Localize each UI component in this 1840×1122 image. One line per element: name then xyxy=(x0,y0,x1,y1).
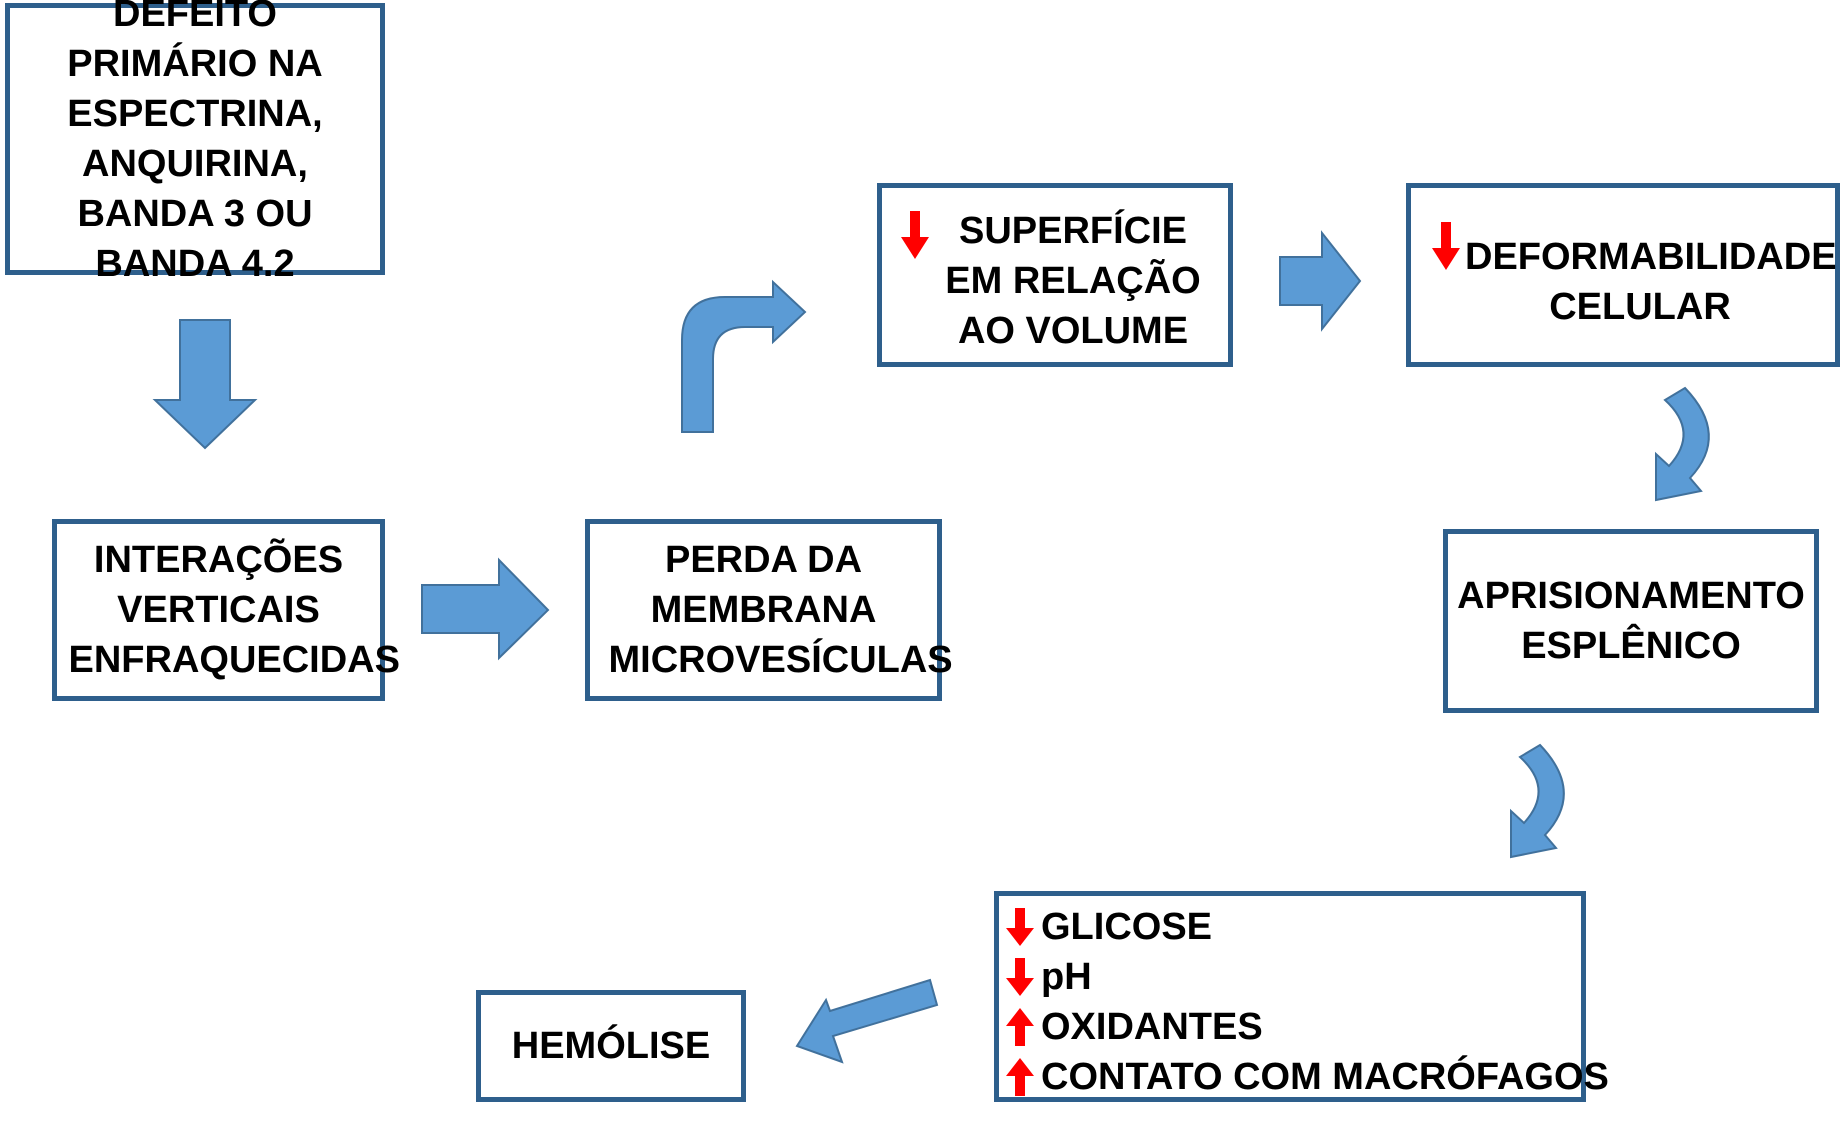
factor-glicose: GLICOSE xyxy=(1005,902,1609,952)
red-up-arrow-icon xyxy=(1006,1058,1034,1096)
node-defeito-label: DEFEITO PRIMÁRIO NA ESPECTRINA, ANQUIRIN… xyxy=(67,0,323,285)
factor-label: GLICOSE xyxy=(1041,906,1213,948)
node-defeito-primario: DEFEITO PRIMÁRIO NA ESPECTRINA, ANQUIRIN… xyxy=(5,0,385,285)
factor-label: CONTATO COM MACRÓFAGOS xyxy=(1041,1056,1609,1098)
node-superficie: SUPERFÍCIE EM RELAÇÃO AO VOLUME xyxy=(877,183,1233,367)
flow-arrow-curved-1 xyxy=(1655,386,1710,502)
factor-ph: pH xyxy=(1005,952,1609,1002)
factors-list: GLICOSE pH OXIDANTES CONTATO COM MACRÓFA… xyxy=(1005,902,1609,1102)
red-down-arrow-icon xyxy=(1006,908,1034,946)
node-fatores: GLICOSE pH OXIDANTES CONTATO COM MACRÓFA… xyxy=(994,891,1609,1102)
factor-contato: CONTATO COM MACRÓFAGOS xyxy=(1005,1052,1609,1102)
node-interacoes: INTERAÇÕES VERTICAIS ENFRAQUECIDAS xyxy=(52,519,400,701)
node-superficie-label: SUPERFÍCIE EM RELAÇÃO AO VOLUME xyxy=(945,210,1201,352)
flow-arrow-down xyxy=(152,319,258,450)
red-down-arrow-icon xyxy=(1006,958,1034,996)
flow-arrow-right-1 xyxy=(421,557,550,661)
factor-label: OXIDANTES xyxy=(1041,1006,1263,1048)
node-hemolise-label: HEMÓLISE xyxy=(511,1025,711,1067)
node-perda: PERDA DA MEMBRANA MICROVESÍCULAS xyxy=(585,519,953,701)
node-aprisionamento: APRISIONAMENTO ESPLÊNICO xyxy=(1443,529,1819,713)
flow-arrow-curved-2 xyxy=(1510,743,1565,859)
node-interacoes-label: INTERAÇÕES VERTICAIS ENFRAQUECIDAS xyxy=(68,539,400,681)
red-down-arrow-icon xyxy=(900,211,929,259)
flow-arrow-bent-up-right xyxy=(681,279,807,433)
node-aprisionamento-label: APRISIONAMENTO ESPLÊNICO xyxy=(1457,575,1805,667)
node-hemolise: HEMÓLISE xyxy=(476,990,746,1102)
node-perda-label: PERDA DA MEMBRANA MICROVESÍCULAS xyxy=(608,539,953,681)
node-deformabilidade-label: DEFORMABILIDADE CELULAR xyxy=(1465,236,1837,328)
node-deformabilidade: DEFORMABILIDADE CELULAR xyxy=(1406,183,1840,367)
red-down-arrow-icon xyxy=(1432,222,1460,270)
red-up-arrow-icon xyxy=(1006,1008,1034,1046)
flow-arrow-right-2 xyxy=(1279,230,1362,332)
factor-label: pH xyxy=(1041,956,1092,998)
factor-oxidantes: OXIDANTES xyxy=(1005,1002,1609,1052)
flow-arrow-diagonal xyxy=(795,978,939,1064)
